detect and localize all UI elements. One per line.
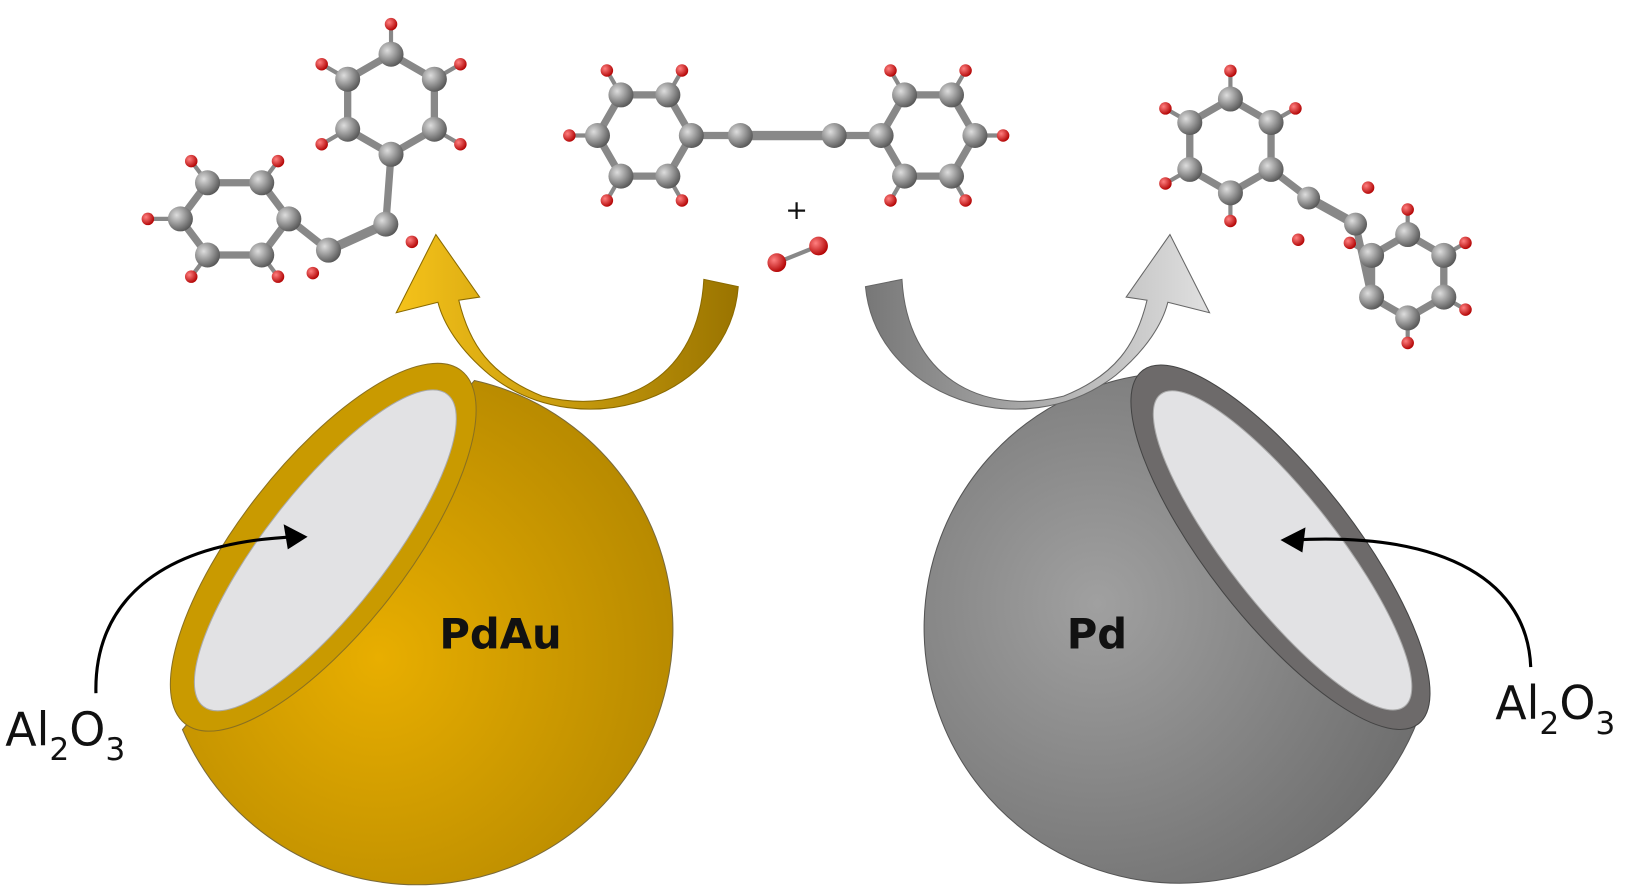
carbon-atom: [335, 66, 361, 92]
cis-stilbene-molecule: [141, 17, 467, 283]
carbon-atom: [373, 211, 399, 237]
carbon-atom: [938, 163, 965, 189]
hydrogen-atom: [1361, 181, 1375, 194]
hydrogen-atom: [184, 270, 198, 283]
arrowhead-right-icon: [1280, 527, 1306, 553]
carbon-atom: [1258, 109, 1284, 135]
carbon-atom: [1431, 284, 1457, 310]
carbon-atom: [1395, 305, 1421, 331]
pdau-label: PdAu: [439, 609, 561, 658]
al2o3-pointer-right: [1292, 537, 1533, 668]
carbon-atom: [678, 122, 704, 149]
carbon-atom: [727, 122, 753, 149]
carbon-atom: [938, 82, 965, 108]
diphenylacetylene-molecule: [563, 64, 1010, 207]
carbon-atom: [962, 122, 988, 149]
hydrogen-atom: [959, 64, 972, 77]
hydrogen-atom: [563, 129, 576, 142]
hydrogen-atom: [600, 64, 614, 77]
hydrogen-atom: [809, 236, 828, 256]
carbon-atom: [378, 41, 404, 67]
hydrogen-atom: [141, 212, 155, 226]
hydrogen-atom: [405, 235, 419, 249]
hydrogen-atom: [675, 64, 689, 77]
hydrogen-atom: [1224, 64, 1237, 78]
hydrogen-atom: [1159, 102, 1172, 115]
hydrogen-atom: [600, 194, 614, 207]
pd-reaction-arrow: [864, 233, 1211, 410]
hydrogen-atom: [1289, 102, 1302, 115]
carbon-atom: [1395, 222, 1421, 248]
hydrogen-atom: [315, 138, 328, 151]
carbon-atom: [378, 141, 404, 167]
carbon-atom: [608, 163, 634, 189]
plus-sign: +: [785, 195, 808, 226]
carbon-atom: [1359, 284, 1385, 310]
trans-stilbene-molecule: [1159, 64, 1472, 350]
carbon-atom: [276, 206, 302, 232]
carbon-atom: [421, 116, 447, 142]
hydrogen-atom: [271, 270, 285, 283]
hydrogen-atom: [675, 194, 689, 207]
carbon-atom: [892, 82, 918, 108]
carbon-atom: [1217, 86, 1243, 112]
carbon-atom: [167, 206, 193, 232]
carbon-atom: [1177, 156, 1203, 182]
carbon-atom: [1177, 109, 1203, 135]
hydrogen-atom: [767, 253, 787, 273]
carbon-atom: [1359, 242, 1385, 268]
arrowhead-left-icon: [283, 524, 308, 550]
pdau-reaction-arrow: [395, 233, 739, 410]
carbon-atom: [608, 82, 634, 108]
hydrogen-atom: [454, 57, 467, 71]
hydrogen-atom: [1459, 303, 1472, 316]
hydrogen-atom: [1159, 177, 1172, 190]
hydrogen-atom: [271, 154, 285, 168]
molecules: [141, 17, 1472, 350]
carbon-atom: [655, 82, 681, 108]
hydrogen-atom: [1459, 236, 1472, 250]
al2o3-label-right: Al2O3: [1495, 676, 1615, 742]
pd-particle: Pd: [923, 364, 1431, 884]
hydrogen-atom: [306, 266, 320, 280]
carbon-atom: [335, 116, 361, 142]
carbon-atom: [1344, 212, 1368, 236]
carbon-atom: [315, 237, 341, 263]
hydrogen-atom: [454, 138, 467, 151]
al2o3-pointer-left: [94, 535, 298, 694]
hydrogen-atom: [959, 194, 972, 207]
hydrogen-atom: [184, 154, 198, 168]
hydrogen-atom: [1401, 336, 1414, 350]
hydrogen-atom: [884, 64, 897, 77]
carbon-atom: [868, 122, 894, 149]
carbon-atom: [1258, 156, 1284, 182]
carbon-atom: [892, 163, 918, 189]
hydrogen-molecule: [767, 236, 828, 273]
hydrogen-atom: [1291, 233, 1305, 246]
carbon-atom: [249, 242, 275, 268]
pdau-particle: PdAu: [169, 362, 674, 886]
carbon-atom: [194, 242, 221, 268]
hydrogen-atom: [1224, 214, 1237, 228]
al2o3-cavity-right: [1152, 390, 1413, 711]
al2o3-label-left: Al2O3: [5, 702, 125, 768]
carbon-atom: [821, 122, 847, 149]
hydrogen-atom: [884, 194, 897, 207]
carbon-atom: [1431, 242, 1457, 268]
carbon-atom: [1217, 180, 1243, 206]
hydrogen-atom: [1343, 236, 1357, 250]
carbon-atom: [421, 66, 447, 92]
carbon-atom: [655, 163, 681, 189]
carbon-atom: [249, 170, 275, 196]
hydrogen-atom: [315, 57, 328, 71]
pd-label: Pd: [1067, 609, 1127, 658]
carbon-atom: [584, 122, 610, 149]
hydrogen-atom: [996, 129, 1010, 142]
carbon-atom: [1297, 186, 1321, 210]
hydrogen-atom: [1401, 203, 1414, 216]
hydrogen-atom: [384, 17, 398, 31]
al2o3-cavity-left: [193, 389, 457, 712]
carbon-atom: [194, 170, 221, 196]
